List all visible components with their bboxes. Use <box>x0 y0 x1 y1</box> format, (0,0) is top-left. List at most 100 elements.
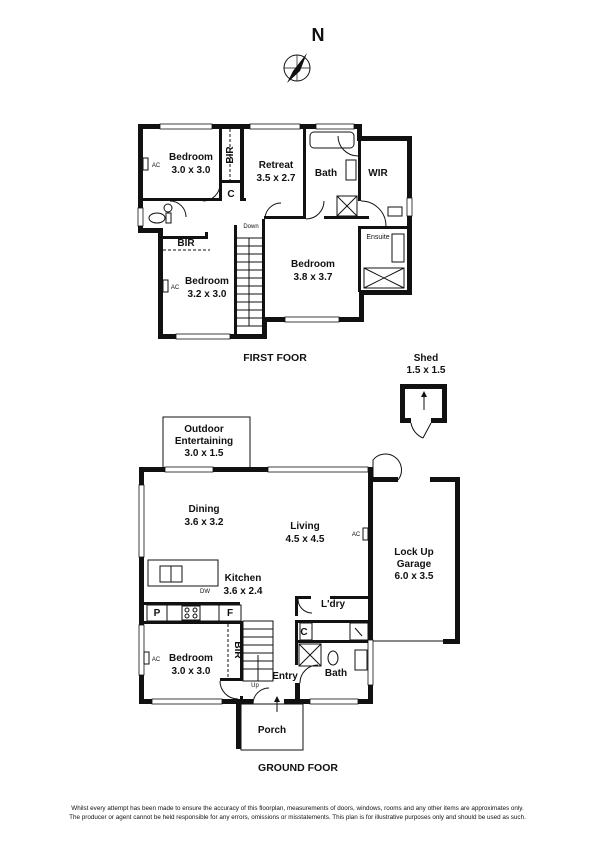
door-swing <box>297 598 313 614</box>
ground-floor-title: GROUND FOOR <box>258 762 338 774</box>
ac-unit <box>362 527 369 541</box>
first-floor-stairs <box>237 237 262 327</box>
door-swing <box>337 135 359 157</box>
room-name: Garage <box>397 559 432 570</box>
window <box>309 698 359 705</box>
door-swing <box>264 202 282 220</box>
window <box>284 316 340 323</box>
north-label: N <box>312 25 325 45</box>
room-name: Entertaining <box>175 436 233 447</box>
ac-label: AC <box>171 285 180 291</box>
window <box>138 484 145 558</box>
room-name: BIR <box>177 238 195 249</box>
room-name: L'dry <box>321 599 345 610</box>
window <box>138 624 145 676</box>
room-size: 3.2 x 3.0 <box>188 289 227 300</box>
toilet <box>327 650 339 666</box>
door-swing <box>202 183 221 202</box>
ensuite-vanity <box>391 233 405 263</box>
fixture-label: C <box>300 627 307 638</box>
ensuite-shower <box>363 267 405 289</box>
ensuite-toilet <box>387 206 403 217</box>
window <box>159 123 213 130</box>
room-name: Bedroom <box>185 276 229 287</box>
door-swing <box>360 200 387 227</box>
door-swing <box>299 664 319 684</box>
room-name: Kitchen <box>225 573 262 584</box>
room-name: Entry <box>272 671 298 682</box>
room-size: 3.0 x 3.0 <box>172 165 211 176</box>
window <box>137 207 144 227</box>
first-floor-plan: Bedroom 3.0 x 3.0 Retreat 3.5 x 2.7 Bath… <box>137 123 413 364</box>
ac-label: AC <box>352 532 361 538</box>
door-swing <box>219 680 239 700</box>
room-name: Lock Up <box>394 547 433 558</box>
cooktop <box>181 605 201 621</box>
arrow-up-icon <box>421 391 427 397</box>
fixture-label: DW <box>200 589 210 595</box>
room-name: Bedroom <box>291 259 335 270</box>
laundry-tub <box>349 622 369 641</box>
room-size: 3.6 x 2.4 <box>224 586 263 597</box>
room-name: Shed <box>414 353 438 364</box>
window <box>249 123 301 130</box>
first-floor-title: FIRST FOOR <box>243 352 307 364</box>
window <box>267 466 369 473</box>
disclaimer: Whilst every attempt has been made to en… <box>10 804 585 822</box>
room-size: 3.0 x 3.0 <box>172 666 211 677</box>
shower <box>336 195 358 217</box>
ac-label: AC <box>152 657 161 663</box>
door-swing <box>252 687 270 705</box>
room-size: 4.5 x 4.5 <box>286 534 325 545</box>
stairs-label: Up <box>251 683 259 689</box>
room-name: Living <box>290 521 319 532</box>
ac-label: AC <box>152 163 161 169</box>
compass-needle-icon <box>293 53 307 71</box>
window <box>175 333 231 340</box>
room-size: 1.5 x 1.5 <box>407 365 446 376</box>
room-name: Bath <box>315 168 337 179</box>
kitchen-island <box>147 559 219 587</box>
room-name: BIR <box>225 146 236 164</box>
door-swing <box>372 453 402 482</box>
toilet <box>148 212 166 224</box>
room-name: WIR <box>368 168 388 179</box>
fixture-label: P <box>154 608 161 619</box>
ac-unit <box>162 279 169 293</box>
room-size: 6.0 x 3.5 <box>395 571 434 582</box>
room-name: Bedroom <box>169 653 213 664</box>
shed-plan: Shed 1.5 x 1.5 <box>400 353 447 439</box>
room-name: Retreat <box>259 160 294 171</box>
compass: N <box>283 25 325 83</box>
room-name: BIR <box>232 641 243 659</box>
ground-floor-plan: Outdoor Entertaining 3.0 x 1.5 Dining 3.… <box>138 416 460 774</box>
bathtub <box>309 131 355 149</box>
door-swing <box>410 422 424 439</box>
vanity <box>354 649 368 671</box>
room-name: Outdoor <box>184 424 224 435</box>
room-size: 3.6 x 3.2 <box>185 517 224 528</box>
window <box>406 197 413 217</box>
door-swing <box>169 200 187 218</box>
sliding-door <box>164 466 214 473</box>
room-size: 3.5 x 2.7 <box>257 173 296 184</box>
ac-unit <box>142 157 149 171</box>
basin <box>163 203 173 213</box>
room-name: Ensuite <box>366 234 389 241</box>
disclaimer-line: Whilst every attempt has been made to en… <box>71 805 524 812</box>
room-size: 3.0 x 1.5 <box>185 448 224 459</box>
window <box>315 123 355 130</box>
room-name: C <box>227 189 234 200</box>
shower <box>298 643 322 667</box>
room-name: Porch <box>258 725 286 736</box>
fixture-label: F <box>227 608 233 619</box>
room-name: Dining <box>188 504 219 515</box>
disclaimer-line: The producer or agent cannot be held res… <box>69 814 526 821</box>
window <box>367 639 374 686</box>
room-name: Bath <box>325 668 347 679</box>
ground-floor-stairs <box>242 620 274 682</box>
room-size: 3.8 x 3.7 <box>294 272 333 283</box>
stairs-label: Down <box>243 224 258 230</box>
ac-unit <box>143 651 150 665</box>
